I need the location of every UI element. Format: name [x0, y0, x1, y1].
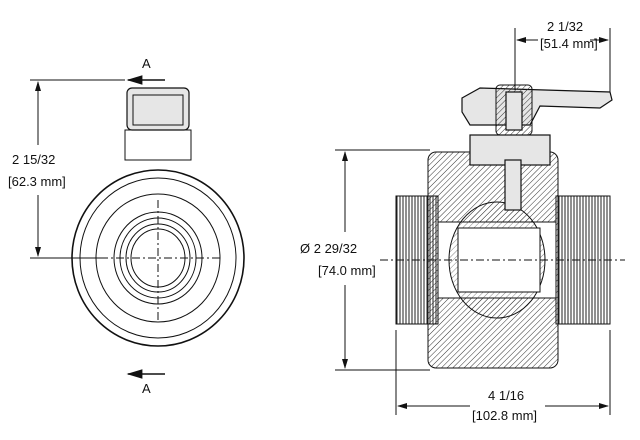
- handle-width-in: 2 1/32: [547, 19, 583, 34]
- front-view: A A 2 15/32 [62.3 mm]: [8, 56, 245, 396]
- section-mark-bottom: A: [142, 381, 151, 396]
- front-height-mm: [62.3 mm]: [8, 174, 66, 189]
- length-mm: [102.8 mm]: [472, 408, 537, 423]
- front-height-in: 2 15/32: [12, 152, 55, 167]
- side-view: 2 1/32 [51.4 mm] Ø 2 29/32 [74.0 mm] 4 1…: [300, 19, 625, 423]
- diameter-mm: [74.0 mm]: [318, 263, 376, 278]
- handle-width-mm: [51.4 mm]: [540, 36, 598, 51]
- diameter-in: Ø 2 29/32: [300, 241, 357, 256]
- section-mark-top: A: [142, 56, 151, 71]
- length-in: 4 1/16: [488, 388, 524, 403]
- handle-stem: [126, 87, 190, 131]
- handle: [461, 87, 613, 126]
